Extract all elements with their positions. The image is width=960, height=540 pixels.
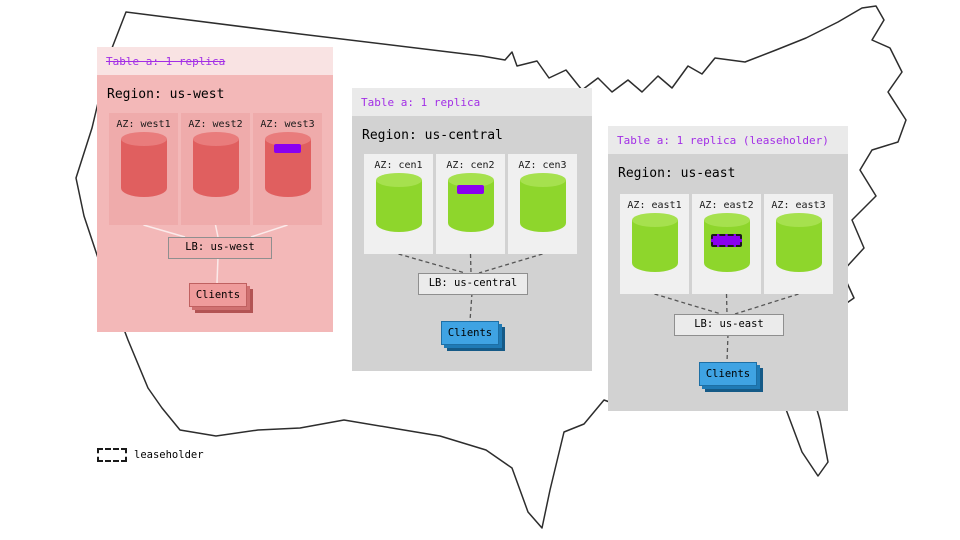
az-label-cen1: AZ: cen1 (374, 160, 423, 171)
az-row-central: AZ: cen1 AZ: cen2 AZ: cen3 (364, 154, 577, 254)
table-replica-label-central: Table a: 1 replica (361, 95, 481, 109)
az-box-cen3: AZ: cen3 (508, 154, 577, 254)
region-body-us-central: Region: us-central AZ: cen1 AZ: cen2 AZ:… (352, 116, 592, 371)
az-label-west3: AZ: west3 (260, 119, 315, 130)
az-box-east1: AZ: east1 (620, 194, 689, 294)
az-label-cen2: AZ: cen2 (446, 160, 495, 171)
region-title-us-west: Region: us-west (107, 87, 225, 102)
table-replica-header-west: Table a: 1 replica (97, 47, 333, 75)
replica-chip-west3 (273, 144, 301, 153)
az-box-east3: AZ: east3 (764, 194, 833, 294)
az-label-east3: AZ: east3 (771, 200, 826, 211)
legend: leaseholder (97, 448, 204, 462)
database-cylinder-cen1 (375, 173, 422, 232)
database-cylinder-west1 (120, 132, 167, 197)
az-label-west2: AZ: west2 (188, 119, 243, 130)
region-us-west: Table a: 1 replica Region: us-west AZ: w… (97, 47, 333, 332)
table-replica-header-east: Table a: 1 replica (leaseholder) (608, 126, 848, 154)
az-label-east1: AZ: east1 (627, 200, 682, 211)
region-body-us-west: Region: us-west AZ: west1 AZ: west2 AZ: … (97, 75, 333, 332)
table-replica-label-struck: Table a: 1 replica (106, 54, 226, 68)
region-title-us-central: Region: us-central (362, 128, 503, 143)
az-box-cen1: AZ: cen1 (364, 154, 433, 254)
database-cylinder-west3 (264, 132, 311, 197)
legend-label: leaseholder (134, 449, 204, 461)
database-cylinder-west2 (192, 132, 239, 197)
az-box-west2: AZ: west2 (181, 113, 250, 225)
leaseholder-replica-chip-east2 (710, 234, 742, 247)
az-box-east2: AZ: east2 (692, 194, 761, 294)
clients-box-us-central: Clients (441, 321, 499, 345)
database-cylinder-cen2 (447, 173, 494, 232)
replica-chip-cen2 (456, 185, 484, 194)
region-us-east: Table a: 1 replica (leaseholder) Region:… (608, 126, 848, 411)
leaseholder-swatch-icon (97, 448, 127, 462)
az-label-west1: AZ: west1 (116, 119, 171, 130)
database-cylinder-east2 (703, 213, 750, 272)
load-balancer-us-east: LB: us-east (674, 314, 784, 336)
load-balancer-us-west: LB: us-west (168, 237, 272, 259)
az-box-west1: AZ: west1 (109, 113, 178, 225)
az-label-east2: AZ: east2 (699, 200, 754, 211)
region-title-us-east: Region: us-east (618, 166, 736, 181)
az-row-west: AZ: west1 AZ: west2 AZ: west3 (109, 113, 322, 225)
table-replica-label-east: Table a: 1 replica (leaseholder) (617, 133, 829, 147)
table-replica-header-central: Table a: 1 replica (352, 88, 592, 116)
database-cylinder-east1 (631, 213, 678, 272)
load-balancer-us-central: LB: us-central (418, 273, 528, 295)
az-box-cen2: AZ: cen2 (436, 154, 505, 254)
region-us-central: Table a: 1 replica Region: us-central AZ… (352, 88, 592, 371)
region-body-us-east: Region: us-east AZ: east1 AZ: east2 AZ: … (608, 154, 848, 411)
database-cylinder-east3 (775, 213, 822, 272)
az-row-east: AZ: east1 AZ: east2 AZ: east3 (620, 194, 833, 294)
az-label-cen3: AZ: cen3 (518, 160, 567, 171)
clients-box-us-east: Clients (699, 362, 757, 386)
clients-box-us-west: Clients (189, 283, 247, 307)
az-box-west3: AZ: west3 (253, 113, 322, 225)
database-cylinder-cen3 (519, 173, 566, 232)
